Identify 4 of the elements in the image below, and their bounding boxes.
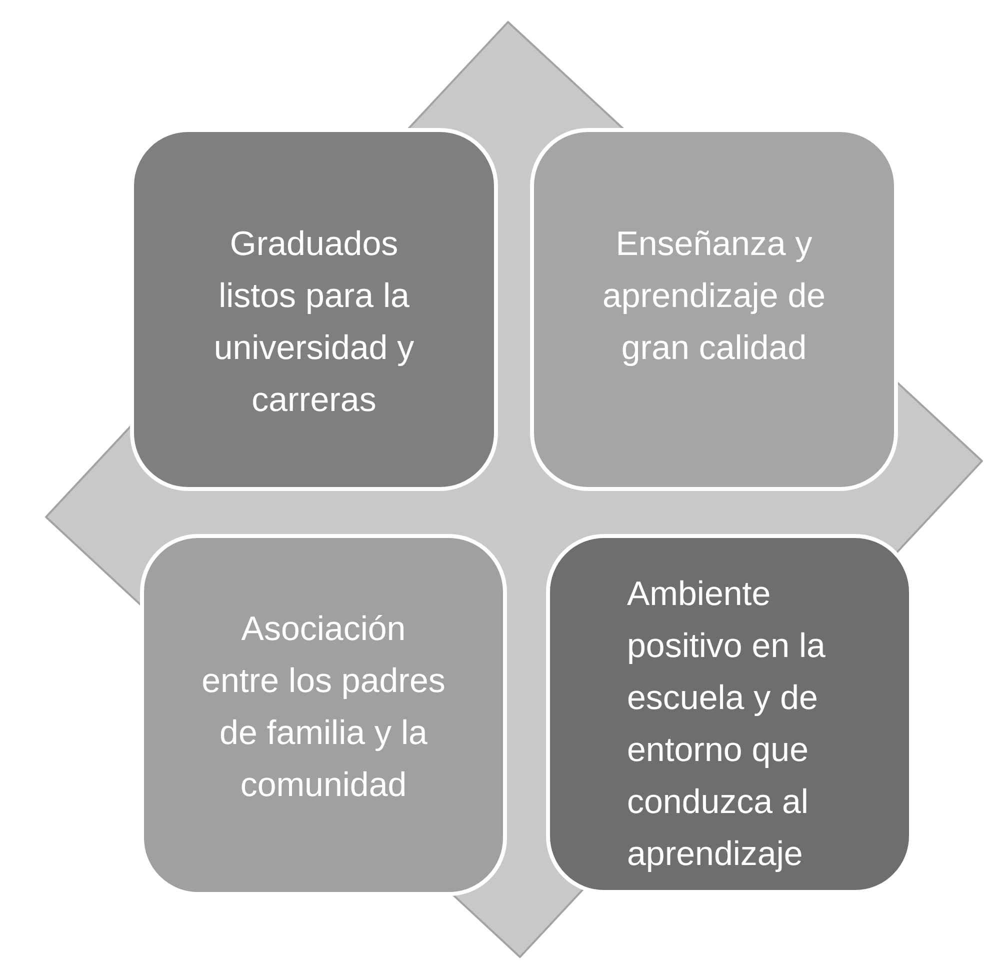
quadrant-label: Asociación entre los padres de familia y la comunidad [200, 609, 446, 806]
quadrant-label: Ambiente positivo en la escuela y de entorno que conduzca al aprendizaje [627, 574, 826, 875]
quadrant-label: Graduados listos para la universidad y carreras [212, 224, 416, 421]
quadrant-label: Enseñanza y aprendizaje de gran calidad [601, 224, 827, 369]
